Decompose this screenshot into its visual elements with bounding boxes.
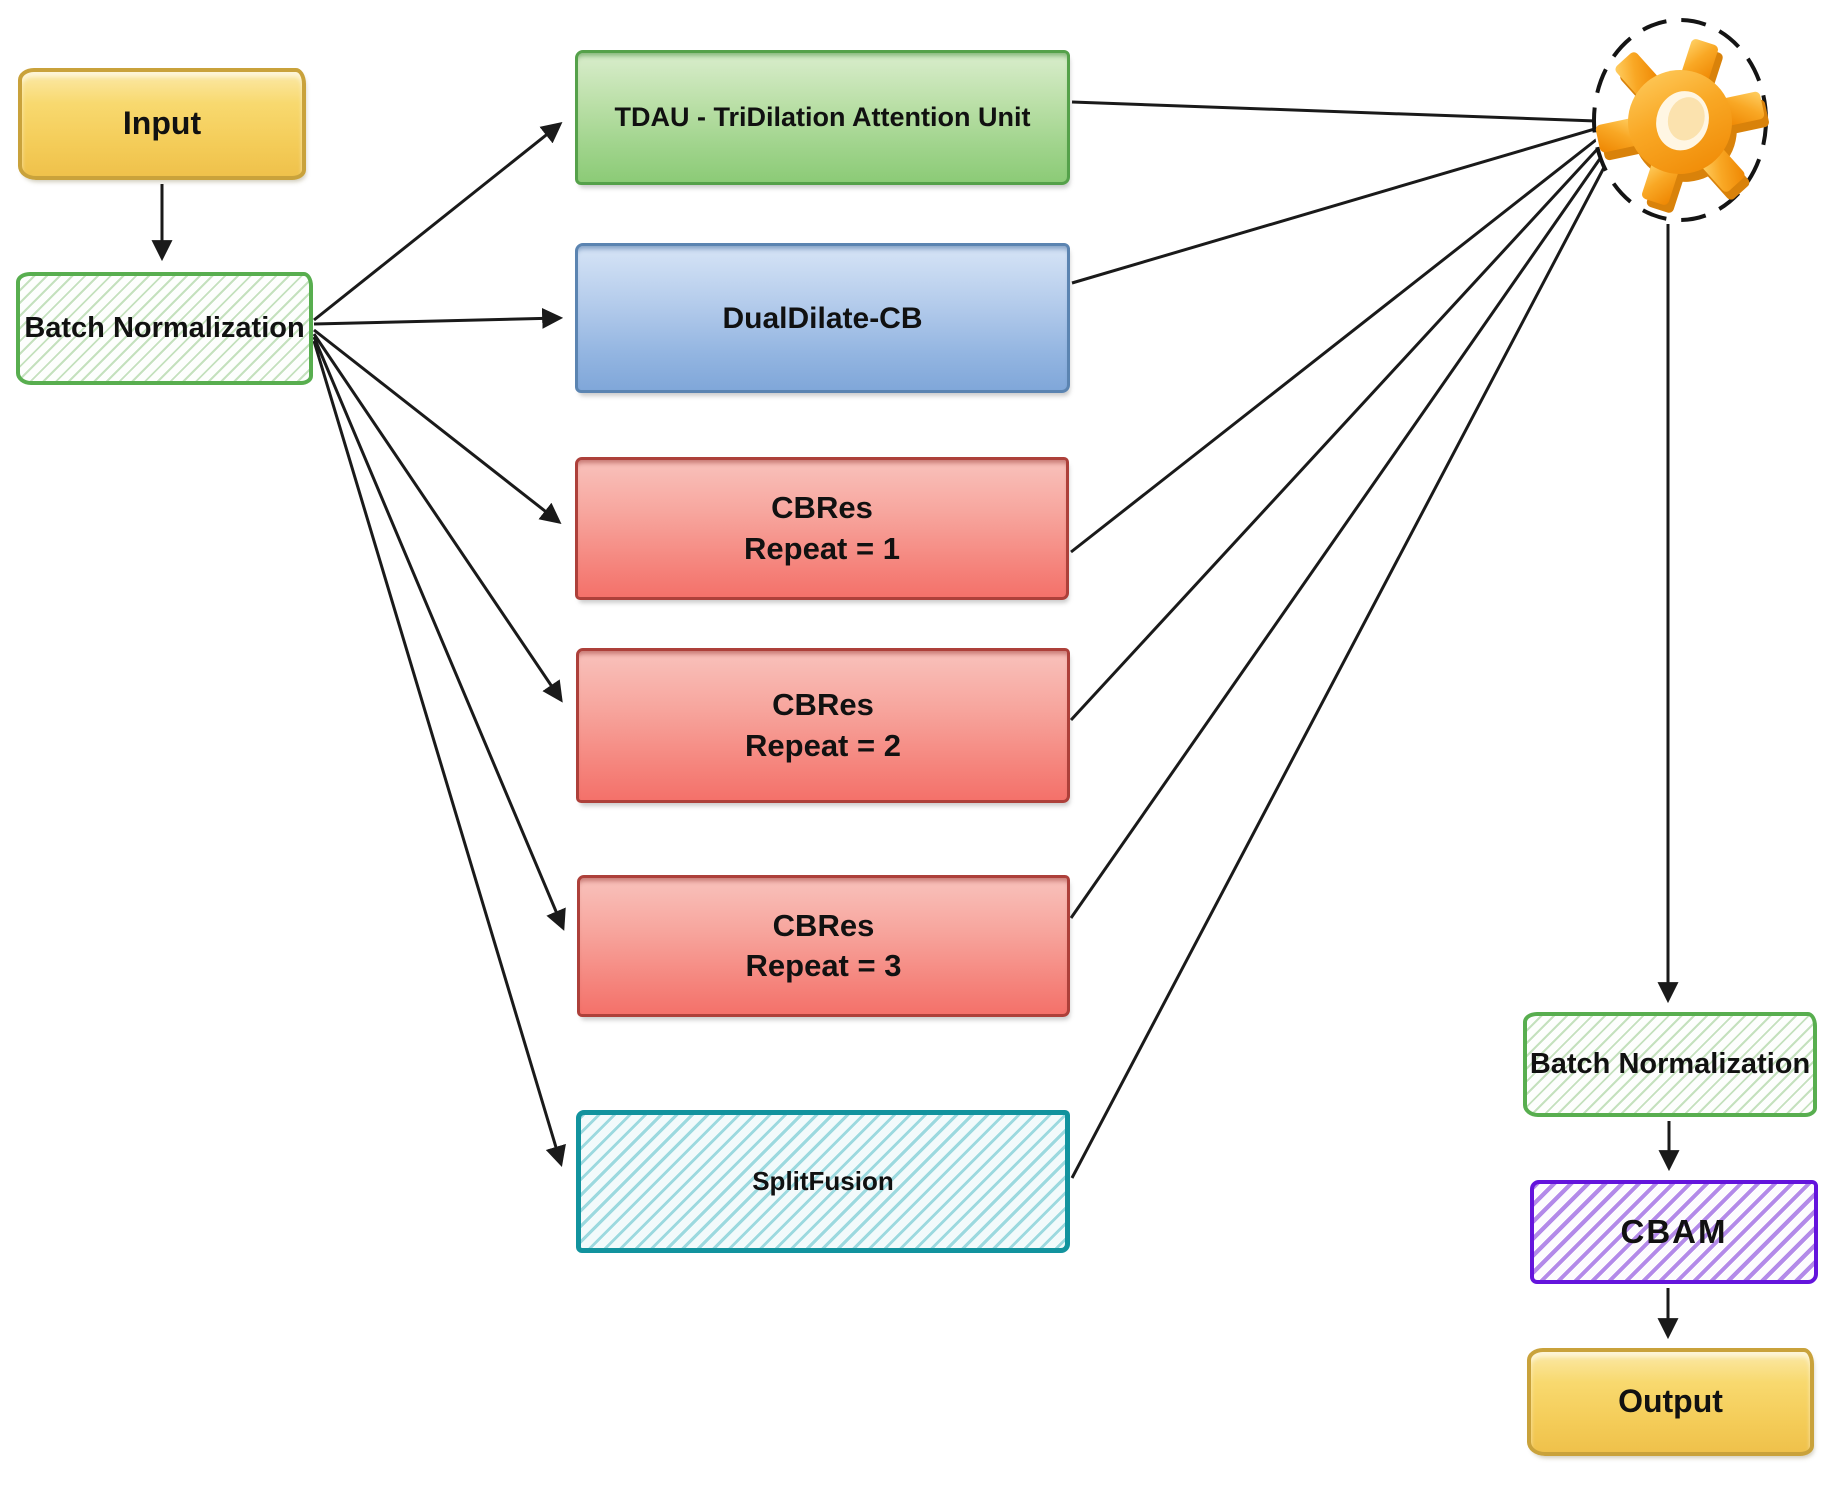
node-dualdilate-label: DualDilate-CB [722,301,923,335]
edge-bn-left-to-cbres1 [313,328,562,524]
node-bn-left-label: Batch Normalization [24,311,305,344]
node-input: Input [18,68,306,180]
node-splitfusion-label: SplitFusion [752,1165,894,1196]
node-tdau: TDAU - TriDilation Attention Unit [575,50,1070,185]
node-batch-normalization-right: Batch Normalization [1523,1012,1817,1117]
node-cbam-label: CBAM [1620,1212,1728,1250]
node-cbres-repeat-3: CBRes Repeat = 3 [577,875,1070,1017]
gear-unit [1588,12,1772,230]
edge-bn-left-to-splitfusion [312,340,566,1168]
edge-cbres3-to-gear [1069,149,1608,919]
gear-glyph [1595,39,1769,213]
node-bn-right-label: Batch Normalization [1529,1047,1811,1080]
edge-tdau-to-gear [1071,100,1597,123]
node-cbam: CBAM [1530,1180,1818,1284]
edge-bn-left-to-tdau [313,122,563,322]
gear-icon [1592,18,1769,222]
node-cbres2-label: CBRes [772,687,874,723]
edge-bn-left-to-dualdilate [313,307,564,329]
node-splitfusion: SplitFusion [576,1110,1070,1253]
edge-cbres1-to-gear [1070,134,1602,554]
node-output: Output [1527,1348,1814,1456]
edge-bn-left-to-cbres3 [312,336,566,931]
edge-dualdilate-to-gear [1071,126,1599,285]
node-input-label: Input [122,105,202,142]
node-tdau-label: TDAU - TriDilation Attention Unit [614,101,1031,132]
node-cbres2-sublabel: Repeat = 2 [745,727,901,763]
node-cbres-repeat-1: CBRes Repeat = 1 [575,457,1069,600]
node-cbres-repeat-2: CBRes Repeat = 2 [576,648,1070,803]
edge-cbres2-to-gear [1069,141,1605,722]
edge-bn-left-to-cbres2 [312,333,563,703]
edge-splitfusion-to-gear [1070,157,1611,1179]
node-dualdilate-cb: DualDilate-CB [575,243,1070,393]
node-cbres3-label: CBRes [772,907,875,943]
node-batch-normalization-left: Batch Normalization [16,272,313,385]
node-output-label: Output [1618,1383,1723,1420]
node-cbres1-label: CBRes [771,490,873,526]
node-cbres1-sublabel: Repeat = 1 [744,530,900,566]
node-cbres3-sublabel: Repeat = 3 [745,948,902,983]
